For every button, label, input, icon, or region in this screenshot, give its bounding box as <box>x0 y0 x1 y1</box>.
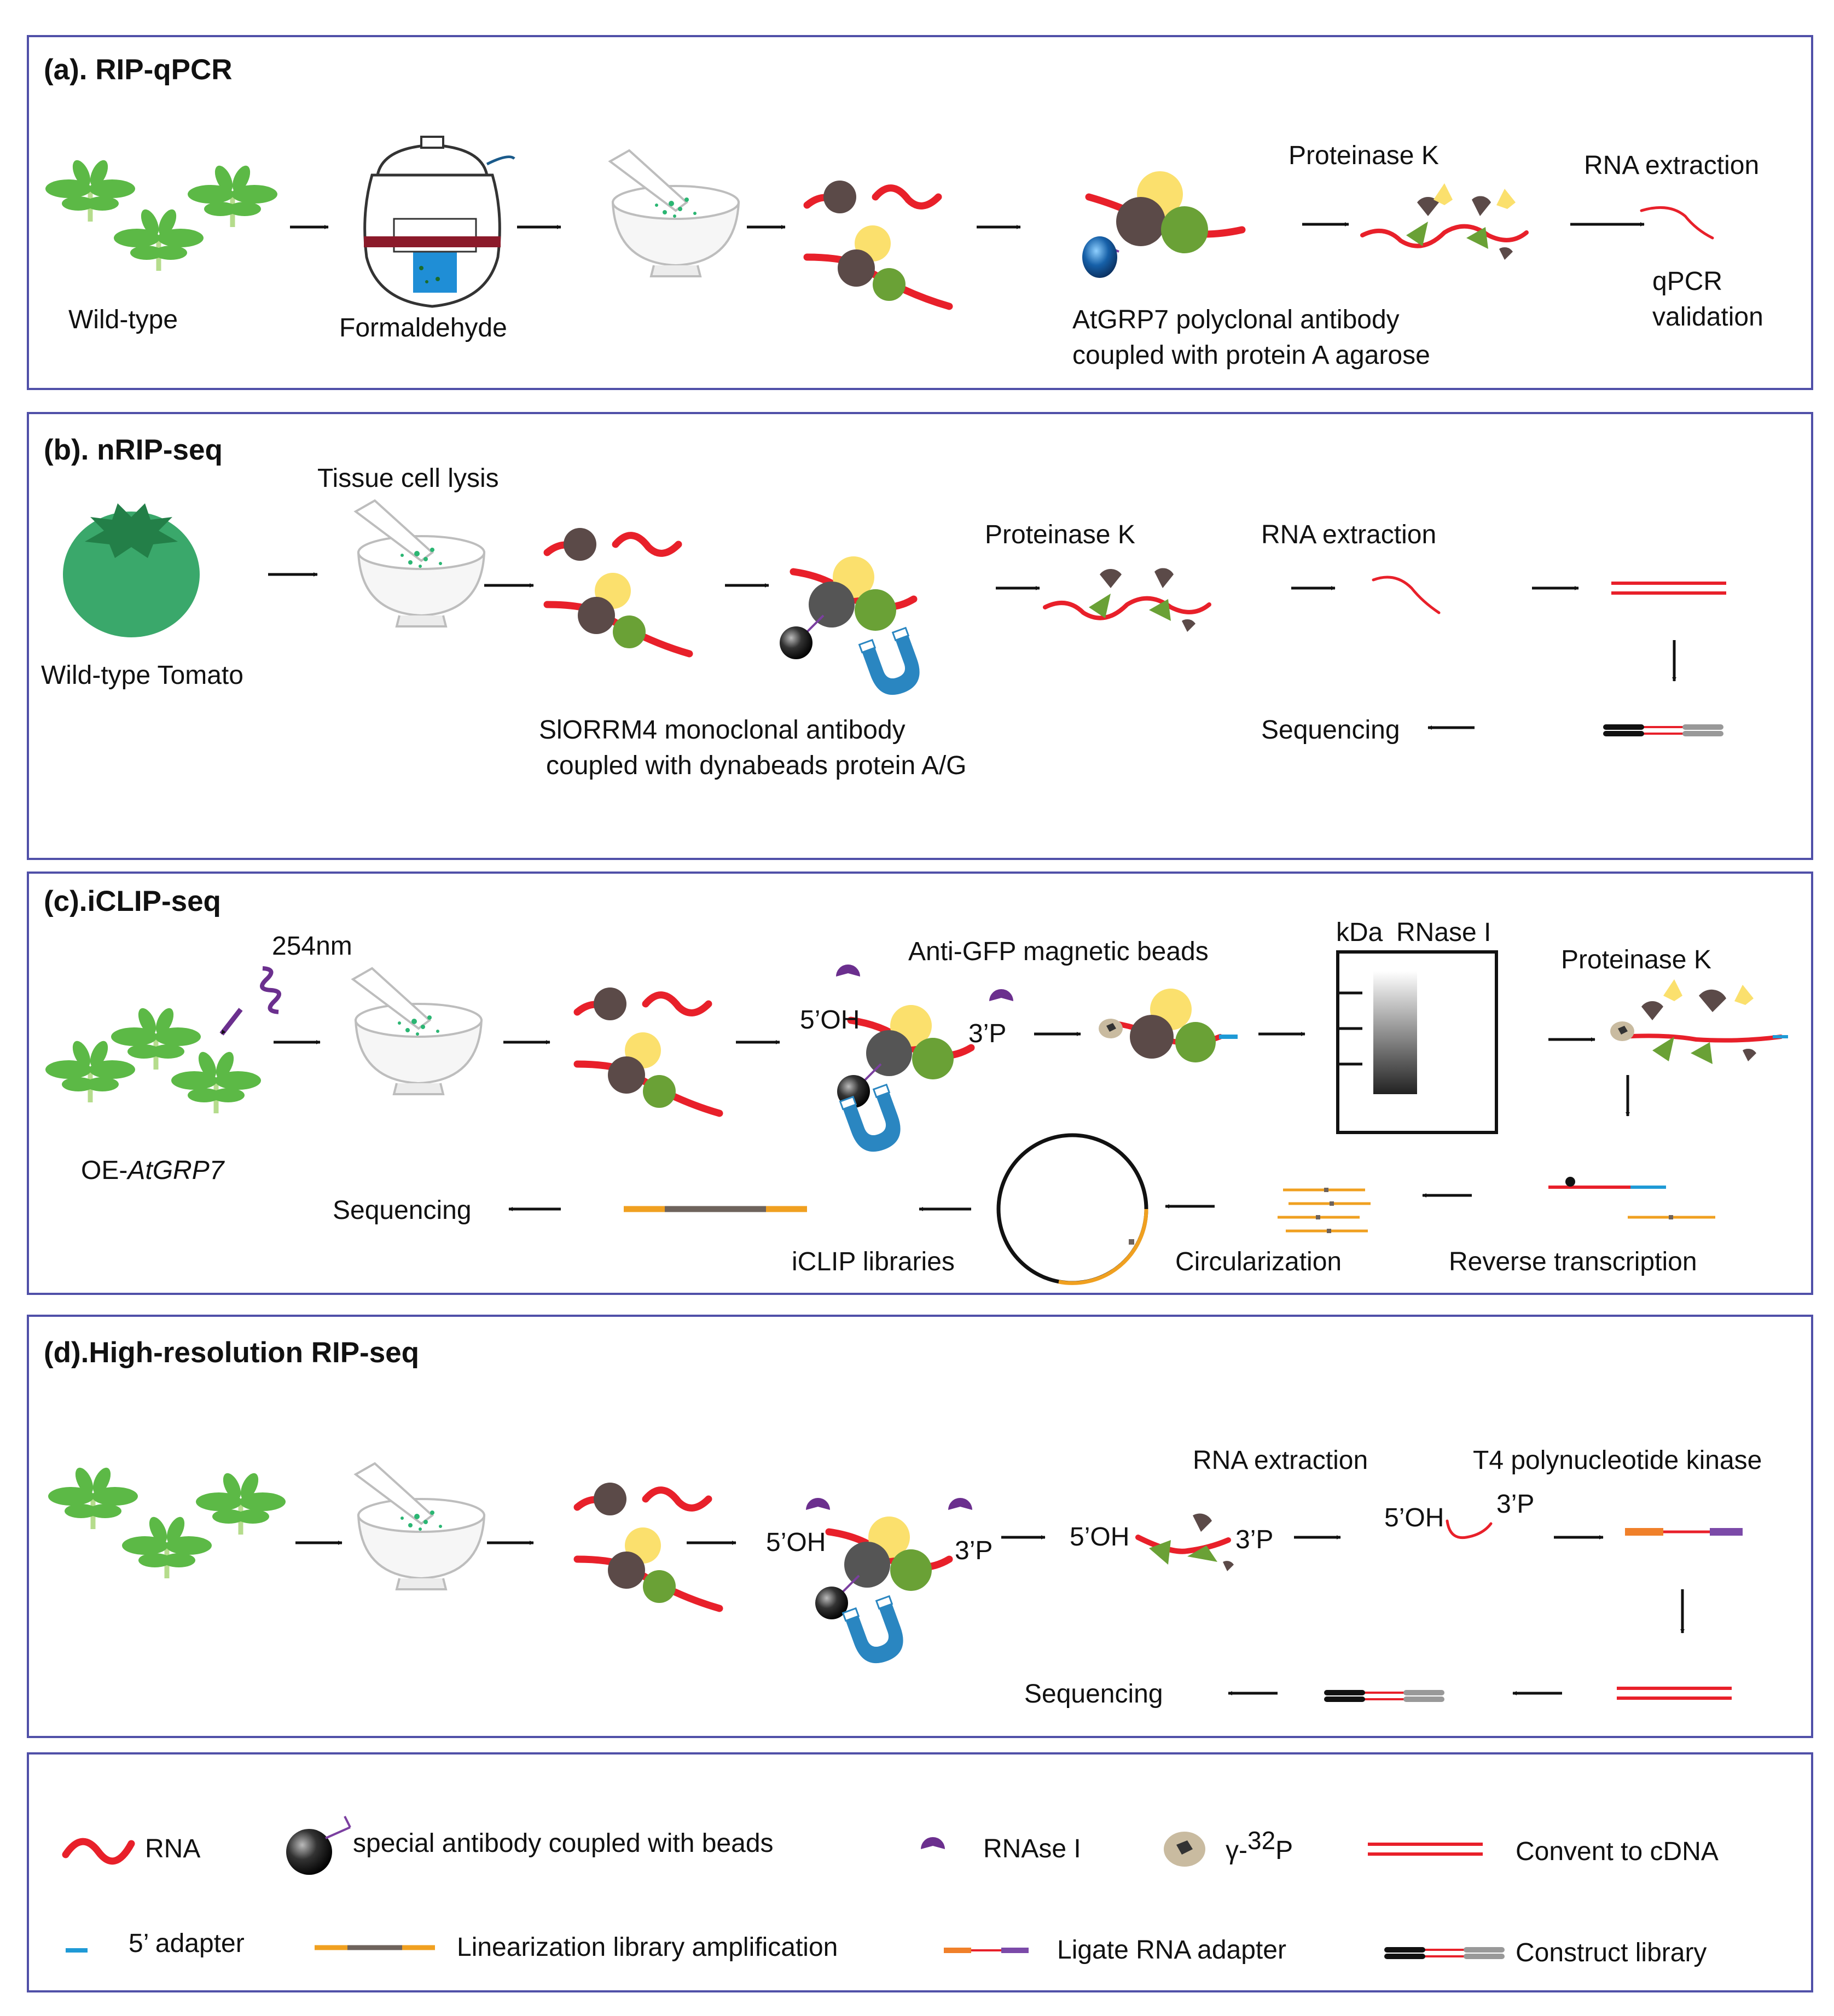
kinase-label: T4 polynucleotide kinase <box>1473 1446 1762 1475</box>
legend-antibody-label: special antibody coupled with beads <box>353 1829 774 1858</box>
legend-adapter5-label: 5’ adapter <box>129 1929 245 1958</box>
rna-extraction-label-a: RNA extraction <box>1584 151 1759 180</box>
tissue-lysis-label: Tissue cell lysis <box>317 464 499 493</box>
library-icon-b <box>1606 727 1721 734</box>
circular-library-icon <box>996 1133 1148 1285</box>
legend-ligate-label: Ligate RNA adapter <box>1057 1936 1286 1965</box>
gel-kda-label: kDa <box>1336 918 1383 947</box>
three-p-label-d3: 3’P <box>1496 1490 1534 1519</box>
mortar-icon <box>355 499 485 628</box>
sequencing-label-c: Sequencing <box>333 1196 472 1225</box>
legend-gamma-label: γ-32P <box>1226 1826 1293 1865</box>
legend-rnase-icon <box>921 1837 945 1849</box>
mortar-icon <box>355 1462 485 1590</box>
legend-frame <box>27 1752 1813 1992</box>
panel-b-frame <box>27 412 1813 860</box>
antibody-label-a-line1: AtGRP7 polyclonal antibody <box>1072 305 1400 334</box>
extracted-rna-icon-a <box>1640 206 1714 240</box>
legend-rnase-label: RNAse I <box>983 1834 1081 1863</box>
antibody-label-b-line2: coupled with dynabeads protein A/G <box>546 751 967 780</box>
wildtype-plants-a <box>45 158 277 271</box>
legend-antibody-bead-icon <box>286 1816 351 1875</box>
mortar-icon <box>352 967 483 1095</box>
ip-complex-dynabeads-icon <box>780 556 927 702</box>
wildtype-label-a: Wild-type <box>68 305 178 334</box>
ip-complex-anti-gfp-icon <box>836 965 1013 1159</box>
five-oh-label-d2: 5’OH <box>1070 1523 1129 1552</box>
wildtype-plants-d <box>48 1465 286 1578</box>
sds-page-gel-icon <box>1336 950 1498 1134</box>
proteinase-digest-icon-b <box>1045 568 1209 632</box>
proteinase-label-c: Proteinase K <box>1561 945 1711 974</box>
anti-gfp-beads-label: Anti-GFP magnetic beads <box>908 937 1209 966</box>
formaldehyde-desiccator-icon <box>363 136 515 308</box>
reverse-transcription-label: Reverse transcription <box>1449 1247 1697 1276</box>
rna-protein-mixture-icon <box>577 987 719 1113</box>
legend-cdna-icon <box>1368 1844 1483 1854</box>
panel-a-frame <box>27 35 1813 390</box>
panel-d-title: (d).High-resolution RIP-seq <box>44 1337 419 1369</box>
oe-label: OE-AtGRP7 <box>81 1156 225 1185</box>
three-p-label-d2: 3’P <box>1235 1525 1273 1554</box>
five-oh-label-d3: 5’OH <box>1384 1503 1444 1532</box>
panel-c-title: (c).iCLIP-seq <box>44 885 221 917</box>
tomato-icon <box>63 503 200 637</box>
proteinase-digest-icon-a <box>1362 183 1527 260</box>
three-p-label-c: 3’P <box>968 1019 1006 1048</box>
panel-b-title: (b). nRIP-seq <box>44 434 223 466</box>
legend-gamma-p32-icon <box>1164 1832 1205 1867</box>
formaldehyde-label: Formaldehyde <box>339 313 507 342</box>
rna-extraction-label-d: RNA extraction <box>1193 1446 1368 1475</box>
uv-arrow-icon <box>219 1008 243 1036</box>
antibody-label-b-line1: SlORRM4 monoclonal antibody <box>539 716 906 745</box>
proteinase-digest-icon-d <box>1135 1513 1234 1571</box>
iclip-libraries-label: iCLIP libraries <box>792 1247 955 1276</box>
legend-linearization-label: Linearization library amplification <box>457 1933 838 1962</box>
rna-protein-mixture-icon <box>807 181 949 306</box>
sequencing-label-b: Sequencing <box>1261 716 1400 745</box>
qpcr-label-line2: validation <box>1652 303 1763 332</box>
uv-wavelength-label: 254nm <box>272 932 352 961</box>
three-p-label-d: 3’P <box>955 1536 993 1565</box>
five-oh-label-c: 5’OH <box>800 1006 860 1035</box>
sequencing-label-d: Sequencing <box>1024 1680 1163 1709</box>
rna-protein-mixture-icon <box>577 1483 719 1608</box>
legend-construct-icon <box>1387 1950 1502 1956</box>
panel-d-frame <box>27 1315 1813 1738</box>
uv-light-icon <box>260 966 281 1014</box>
extracted-rna-icon-b <box>1372 576 1441 614</box>
cdna-icon-b <box>1611 583 1726 593</box>
gel-rnase-label: RNase I <box>1396 918 1491 947</box>
panel-c-frame <box>27 872 1813 1295</box>
reverse-transcription-icon <box>1548 1177 1715 1219</box>
mortar-icon <box>609 149 740 277</box>
ip-complex-d-icon <box>806 1498 972 1671</box>
cdna-icon-d <box>1617 1688 1732 1698</box>
legend-construct-label: Construct library <box>1516 1938 1707 1967</box>
proteinase-label-a: Proteinase K <box>1289 141 1439 170</box>
extracted-rna-icon-d <box>1446 1519 1493 1539</box>
qpcr-label-line1: qPCR <box>1652 267 1722 296</box>
circularization-fragments-icon <box>1278 1188 1371 1233</box>
library-icon-d <box>1327 1693 1442 1699</box>
proteinase-digest-icon-c <box>1610 979 1788 1064</box>
panel-a-title: (a). RIP-qPCR <box>44 54 233 86</box>
five-oh-label-d: 5’OH <box>766 1528 826 1557</box>
legend-rna-label: RNA <box>145 1834 200 1863</box>
antibody-label-a-line2: coupled with protein A agarose <box>1072 341 1430 370</box>
legend-cdna-label: Convent to cDNA <box>1516 1837 1719 1866</box>
proteinase-label-b: Proteinase K <box>985 520 1135 549</box>
circularization-label: Circularization <box>1175 1247 1342 1276</box>
rna-extraction-label-b: RNA extraction <box>1261 520 1436 549</box>
ip-complex-agarose-icon <box>1082 171 1246 278</box>
rna-protein-mixture-icon <box>547 528 689 654</box>
labeled-complex-icon <box>1099 989 1238 1062</box>
tomato-label: Wild-type Tomato <box>41 661 243 690</box>
legend-rna-icon <box>62 1838 135 1865</box>
